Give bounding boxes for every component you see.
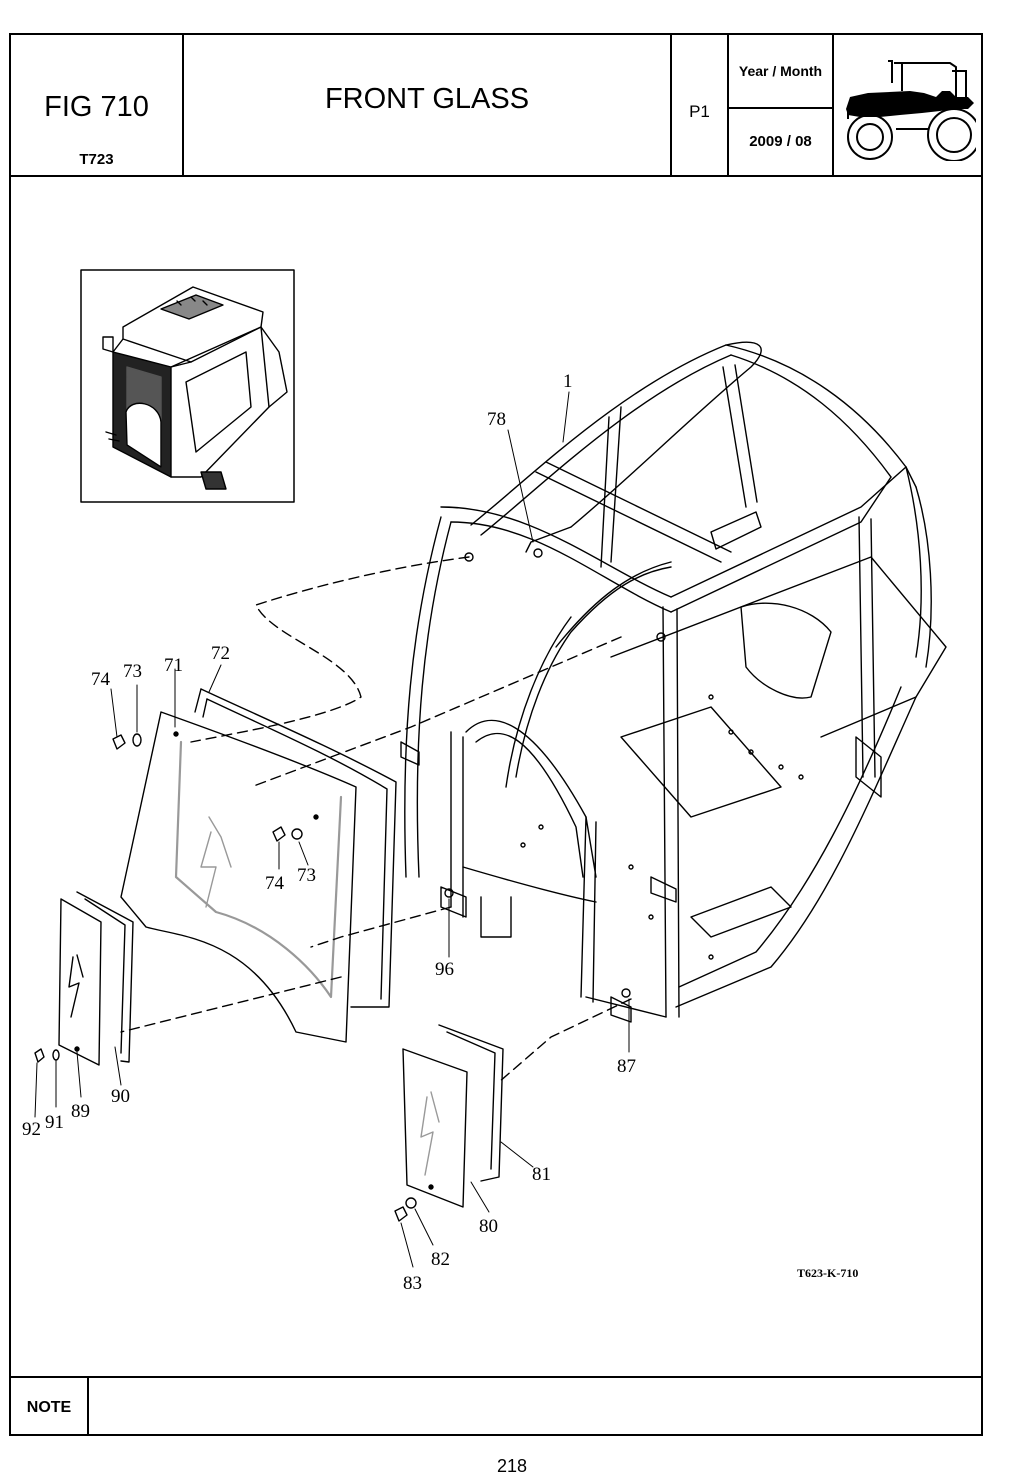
- header-table: FIG 710 T723 FRONT GLASS P1 Year / Month…: [11, 35, 981, 177]
- callout-label: 73: [123, 661, 142, 682]
- callout-label: 90: [111, 1086, 130, 1107]
- fig-number: FIG 710: [44, 91, 149, 123]
- figure-reference-code: T623-K-710: [797, 1266, 858, 1280]
- date-label: Year / Month: [738, 63, 823, 79]
- date-cell: Year / Month 2009 / 08: [729, 35, 834, 175]
- tractor-silhouette-icon: [846, 60, 976, 161]
- callout-label: 83: [403, 1273, 422, 1294]
- callout-label: 1: [563, 371, 573, 392]
- callout-labels: 1 78 72 71 73 74 74 73 96 87 90 89 91 92…: [22, 371, 858, 1294]
- hardware: [34, 731, 631, 1222]
- callout-label: 80: [479, 1216, 498, 1237]
- page-code: P1: [689, 102, 710, 121]
- right-side-glass: [402, 1024, 504, 1208]
- title-cell: FRONT GLASS: [184, 35, 672, 175]
- callout-label: 72: [211, 643, 230, 664]
- callout-label: 74: [265, 873, 285, 894]
- leader-lines: [34, 391, 630, 1268]
- callout-label: 87: [617, 1056, 636, 1077]
- callout-label: 91: [45, 1112, 64, 1133]
- page-title: FRONT GLASS: [324, 83, 530, 115]
- callout-label: 89: [71, 1101, 90, 1122]
- note-label-cell: NOTE: [11, 1378, 89, 1436]
- logo-cell: [834, 35, 981, 175]
- callout-label: 71: [164, 655, 183, 676]
- cab-frame: [400, 341, 947, 1023]
- date-divider: [729, 107, 832, 109]
- callout-label: 81: [532, 1164, 551, 1185]
- note-label: NOTE: [26, 1399, 72, 1416]
- page-number: 218: [496, 1456, 528, 1476]
- date-value: 2009 / 08: [749, 133, 812, 150]
- callout-label: 82: [431, 1249, 450, 1270]
- callout-label: 96: [435, 959, 454, 980]
- exploded-diagram: 1 78 72 71 73 74 74 73 96 87 90 89 91 92…: [22, 269, 947, 1294]
- windscreen-seal: [194, 688, 397, 1008]
- note-row: NOTE: [11, 1376, 981, 1436]
- page-frame: FIG 710 T723 FRONT GLASS P1 Year / Month…: [9, 33, 983, 1436]
- inset-cab-overview: [80, 269, 295, 503]
- assembly-lines: [120, 556, 632, 1083]
- model-code: T723: [79, 151, 114, 168]
- callout-label: 73: [297, 865, 316, 886]
- callout-label: 92: [22, 1119, 41, 1140]
- callout-label: 78: [487, 409, 506, 430]
- callout-label: 74: [91, 669, 111, 690]
- left-side-glass: [58, 891, 134, 1066]
- page-code-cell: P1: [672, 35, 729, 175]
- windscreen-glass: [120, 711, 357, 1043]
- fig-cell: FIG 710 T723: [11, 35, 184, 175]
